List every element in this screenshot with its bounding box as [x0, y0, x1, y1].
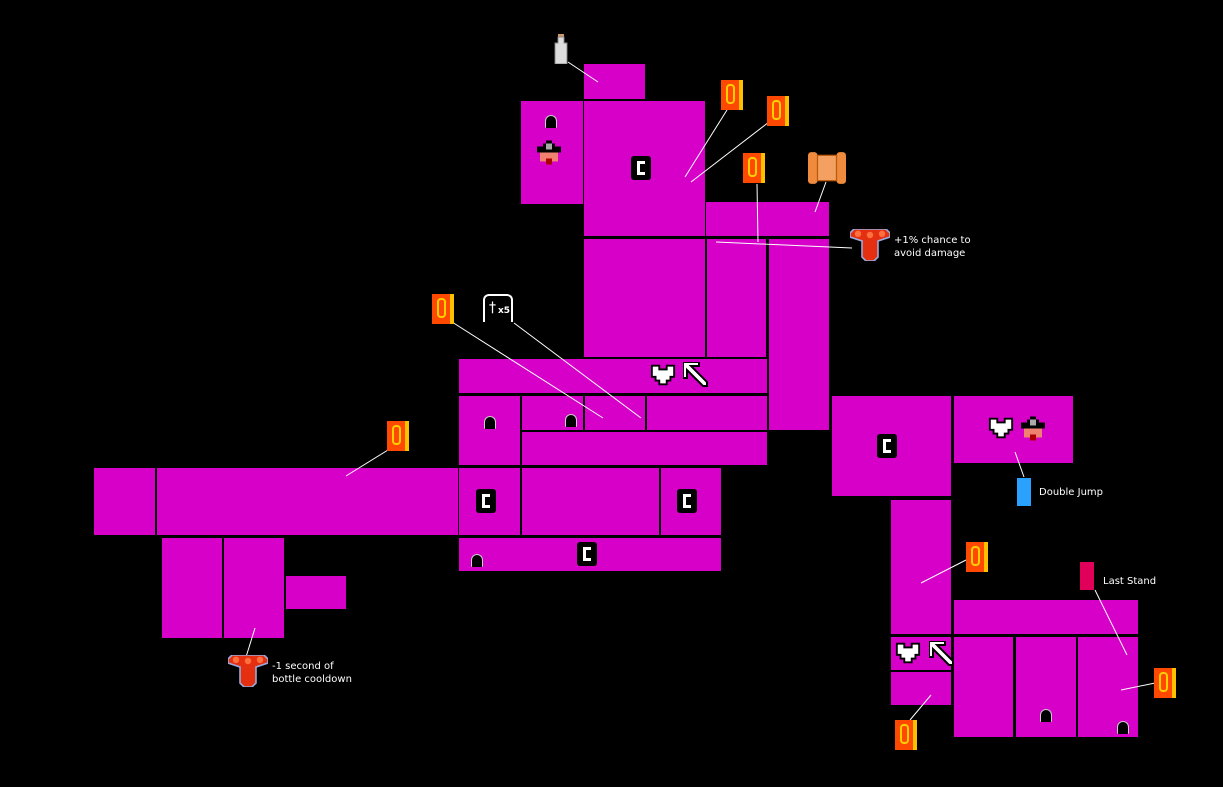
map-room	[769, 239, 829, 430]
tombstone-icon: † x5	[483, 294, 513, 322]
lock-icon	[565, 414, 577, 427]
checkpoint-icon	[677, 489, 697, 513]
relic-icon	[228, 655, 268, 687]
map-room	[162, 538, 222, 638]
map-room	[647, 396, 767, 430]
chest-icon	[432, 294, 454, 324]
lock-icon	[545, 115, 557, 128]
map-room	[459, 396, 520, 465]
map-room	[954, 637, 1013, 737]
map-room	[522, 468, 659, 535]
map-room	[954, 396, 1073, 463]
chest-icon	[966, 542, 988, 572]
chest-icon	[387, 421, 409, 451]
dagger-glyph: †	[489, 300, 496, 316]
map-room	[522, 432, 767, 465]
annotation-line: avoid damage	[894, 248, 966, 259]
lock-icon	[484, 416, 496, 429]
chest-icon	[721, 80, 743, 110]
map-room	[459, 359, 767, 393]
tombstone-count: x5	[498, 306, 511, 316]
map-room	[157, 468, 458, 535]
chest-icon	[1154, 668, 1176, 698]
double-jump-card-icon	[1017, 478, 1031, 506]
map-room	[891, 500, 951, 634]
map-room	[224, 538, 284, 638]
merchant-icon	[537, 140, 561, 165]
annotation-line: bottle cooldown	[272, 674, 352, 685]
lock-icon	[1040, 709, 1052, 722]
chest-icon	[767, 96, 789, 126]
annotation-line: +1% chance to	[894, 235, 971, 246]
chest-icon	[743, 153, 765, 183]
map-room	[1078, 637, 1138, 737]
checkpoint-icon	[577, 542, 597, 566]
cursor-arrow-icon	[929, 641, 954, 666]
checkpoint-icon	[476, 489, 496, 513]
map-room	[707, 239, 766, 357]
merchant-icon	[1021, 416, 1045, 441]
heart-icon	[895, 642, 921, 664]
map-room	[706, 202, 829, 236]
map-room	[584, 239, 705, 357]
map-room	[954, 600, 1138, 634]
relic-top-label: +1% chance to avoid damage	[894, 234, 971, 260]
lock-icon	[1117, 721, 1129, 734]
checkpoint-icon	[631, 156, 651, 180]
checkpoint-icon	[877, 434, 897, 458]
last-stand-card-icon	[1080, 562, 1094, 590]
chest-icon	[895, 720, 917, 750]
double-jump-label: Double Jump	[1039, 487, 1103, 498]
map-room	[94, 468, 155, 535]
map-room	[286, 576, 346, 609]
heart-icon	[988, 417, 1014, 439]
map-room	[891, 672, 951, 705]
bottle-icon	[554, 34, 568, 64]
map-scroll-icon	[808, 152, 846, 184]
cursor-arrow-icon	[683, 362, 708, 387]
last-stand-label: Last Stand	[1103, 576, 1157, 587]
map-room	[584, 64, 645, 99]
annotation-line: -1 second of	[272, 661, 334, 672]
relic-bottom-label: -1 second of bottle cooldown	[272, 660, 352, 686]
lock-icon	[471, 554, 483, 567]
heart-icon	[650, 364, 676, 386]
relic-icon	[850, 229, 890, 261]
